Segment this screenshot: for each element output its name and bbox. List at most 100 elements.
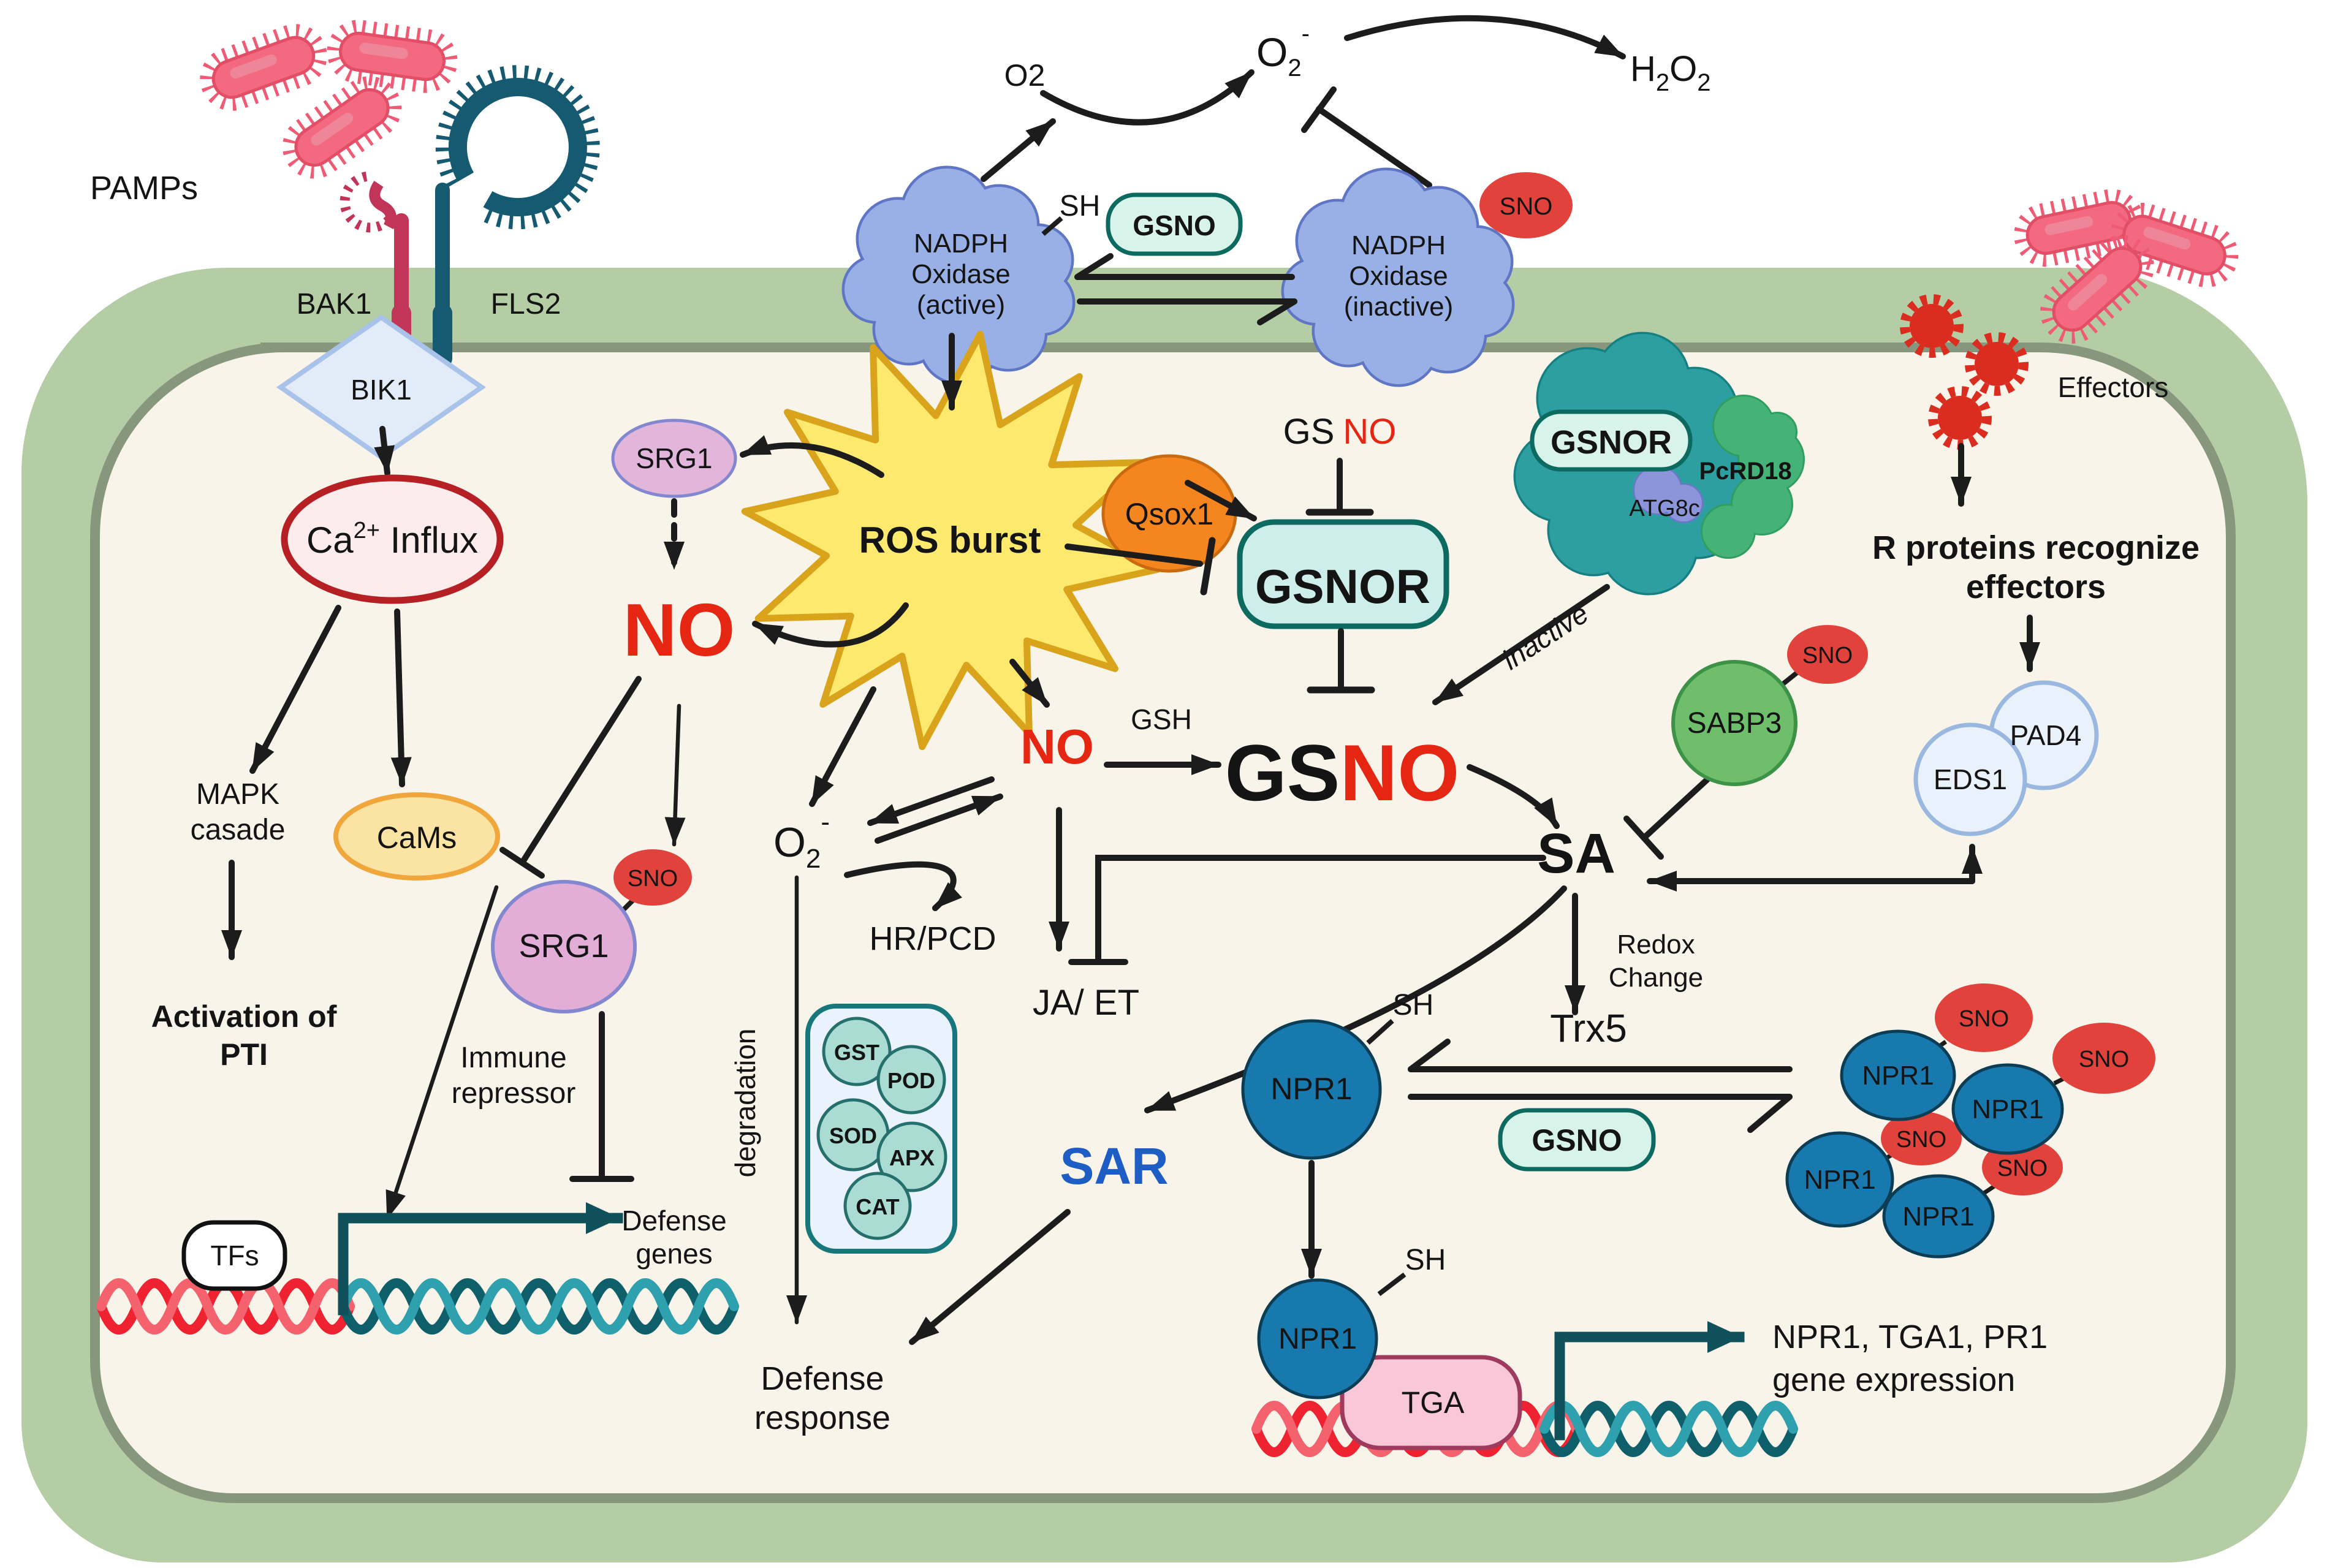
arrow-ros-to-superoxide: [809, 686, 876, 807]
cell-interior: [90, 343, 2236, 1503]
ca-influx-node: Ca2+ Influx: [281, 474, 504, 604]
transcription-arrow-npr1: [1554, 1321, 1745, 1441]
arrow-ros-no-loop: [752, 602, 909, 648]
nadph-active-label: NADPH: [914, 229, 1008, 259]
svg-text:SABP3: SABP3: [1687, 707, 1782, 740]
arrow-bik1-to-ca: [374, 426, 395, 476]
trx5-label: Trx5: [1550, 1006, 1627, 1050]
antioxidant-enzyme-box: GST POD SOD APX CAT: [805, 1004, 957, 1254]
svg-text:(inactive): (inactive): [1344, 292, 1454, 322]
tbar-sabp3-to-sa: [1623, 776, 1710, 860]
svg-text:NPR1: NPR1: [1270, 1072, 1352, 1106]
svg-text:casade: casade: [191, 814, 286, 846]
arrow-ca-to-mapk: [249, 605, 341, 774]
hrpcd-label: HR/PCD: [869, 920, 996, 957]
fls2-label: FLS2: [491, 288, 561, 320]
svg-text:(active): (active): [917, 290, 1005, 320]
arrow-superoxide-to-no: [875, 793, 1003, 844]
svg-text:TFs: TFs: [210, 1240, 259, 1271]
equilibrium-npr1: [1408, 1039, 1793, 1133]
svg-text:GSNOR: GSNOR: [1255, 559, 1430, 613]
bik1-label: BIK1: [351, 374, 412, 406]
no-left-label: NO: [623, 588, 735, 672]
mapk-label: MAPK: [196, 778, 279, 811]
bak1-label: BAK1: [297, 288, 372, 320]
svg-text:APX: APX: [889, 1145, 935, 1170]
svg-text:GSNO: GSNO: [1532, 1123, 1622, 1157]
arrow-cams-to-promoter: [385, 885, 499, 1221]
tbar-repressor-to-genes: [569, 1011, 634, 1182]
svg-text:PAD4: PAD4: [2010, 719, 2082, 751]
gsno-pill-top: GSNO: [1106, 192, 1243, 256]
npr1-oligomer: SNO SNO SNO SNO NPR1 NPR1 NPR1 NPR1: [1785, 983, 2155, 1259]
equilibrium-nadph: [1074, 253, 1297, 325]
svg-text:CaMs: CaMs: [377, 820, 457, 855]
tfs-node: TFs: [181, 1220, 287, 1291]
pad4-eds1-node: PAD4 EDS1: [1913, 680, 2099, 836]
o2-label: O2: [1004, 58, 1046, 93]
defense-response-label: Defense: [761, 1360, 884, 1397]
nadph-oxidase-inactive-cloud: [1281, 167, 1515, 387]
svg-text:Ca2+ Influx: Ca2+ Influx: [306, 518, 478, 561]
svg-text:TGA: TGA: [1402, 1385, 1465, 1420]
svg-text:NPR1: NPR1: [1972, 1094, 2043, 1124]
svg-text:GST: GST: [834, 1040, 879, 1065]
arrow-superoxide-to-h2o2: [1344, 15, 1626, 59]
nadph-inactive-label: NADPH: [1351, 230, 1446, 260]
arrow-gsno-to-sa: [1467, 764, 1560, 829]
svg-text:effectors: effectors: [1966, 569, 2106, 605]
sh-label-active: SH: [1060, 190, 1101, 222]
svg-text:GSNO: GSNO: [1133, 210, 1215, 241]
svg-text:genes: genes: [636, 1238, 712, 1270]
svg-text:gene expression: gene expression: [1772, 1362, 2015, 1398]
arrow-ca-to-cams: [390, 608, 412, 787]
svg-text:Oxidase: Oxidase: [1349, 261, 1448, 291]
pamps-label: PAMPs: [90, 170, 198, 206]
gene-expression-label: NPR1, TGA1, PR1: [1772, 1319, 2048, 1355]
svg-text:NPR1: NPR1: [1804, 1165, 1875, 1195]
arrow-complex-inactivates-gsno: [1432, 584, 1610, 705]
arrow-ros-to-no: [1009, 659, 1050, 708]
pcrd18-blob: [1701, 395, 1805, 559]
cams-node: CaMs: [333, 792, 500, 881]
svg-text:NPR1: NPR1: [1862, 1061, 1934, 1091]
svg-text:Qsox1: Qsox1: [1125, 497, 1214, 531]
arrow-no-to-superoxide: [867, 776, 995, 826]
svg-text:SRG1: SRG1: [636, 442, 712, 474]
svg-text:SH: SH: [1405, 1244, 1446, 1276]
svg-text:SNO: SNO: [1997, 1156, 2048, 1181]
svg-text:SOD: SOD: [829, 1123, 877, 1148]
tbar-no-to-cams: [499, 676, 642, 879]
tbar-gsno-to-gsnor: [1305, 458, 1374, 516]
tbar-ros-to-gsnor: [1065, 537, 1216, 596]
activation-pti-label: Activation of: [151, 999, 337, 1034]
arrow-nadph-to-o2: [981, 118, 1056, 182]
r-proteins-label: R proteins recognize: [1872, 529, 2200, 566]
transcription-arrow-defense: [338, 1202, 623, 1316]
dna-helix-left-teal: [338, 1278, 739, 1335]
svg-text:response: response: [754, 1399, 890, 1436]
svg-text:PTI: PTI: [220, 1037, 268, 1072]
arrow-qsox1-to-gsnor: [1185, 480, 1257, 521]
svg-text:SH: SH: [1393, 989, 1434, 1021]
h2o2-label: H2O2: [1630, 49, 1711, 96]
npr1-lower-node: NPR1 SH: [1257, 1244, 1446, 1399]
arrow-no-to-srg1sno: [664, 703, 686, 847]
degradation-label: degradation: [729, 1029, 761, 1178]
qsox1-node: Qsox1: [1101, 454, 1237, 573]
svg-text:Oxidase: Oxidase: [911, 259, 1010, 289]
gsh-label: GSH: [1131, 703, 1192, 735]
atg8c-label: ATG8c: [1629, 496, 1699, 521]
tbar-sa-to-jaet: [1068, 855, 1546, 965]
tbar-gsnor-to-gsnobig: [1307, 628, 1375, 694]
svg-text:SNO: SNO: [1802, 643, 1853, 668]
svg-text:CAT: CAT: [856, 1194, 899, 1219]
svg-text:SNO: SNO: [1896, 1127, 1946, 1153]
svg-text:NPR1: NPR1: [1278, 1323, 1357, 1355]
svg-text:GSNOR: GSNOR: [1551, 424, 1672, 461]
effectors-label: Effectors: [2058, 371, 2169, 403]
svg-text:SNO: SNO: [1500, 193, 1553, 220]
npr1-monomer-node: NPR1 SH: [1241, 989, 1434, 1160]
superoxide-cell-label: O2-: [773, 807, 830, 874]
